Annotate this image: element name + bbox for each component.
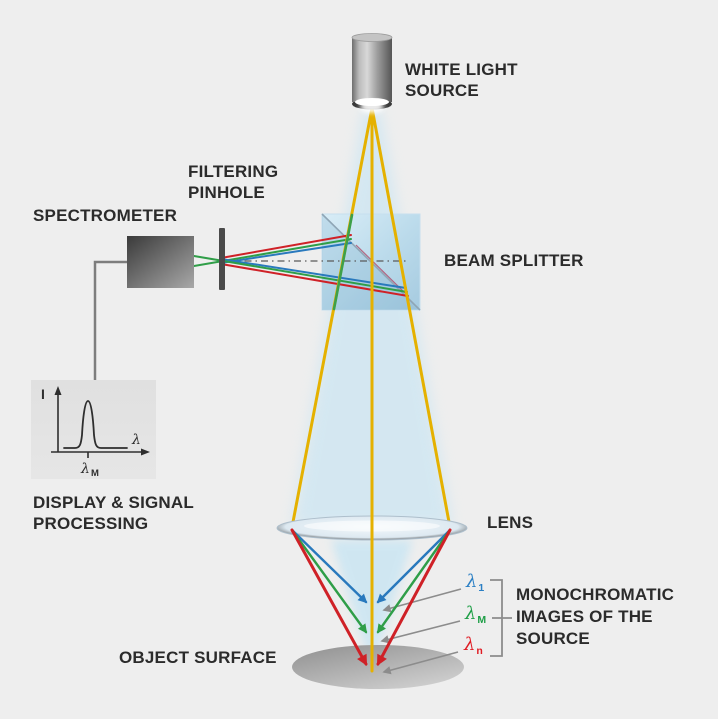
source-top xyxy=(351,33,393,42)
wavelength-label-lambda-m: λM xyxy=(465,603,487,627)
wavelength-label-lambda-n: λn xyxy=(464,634,483,658)
label-spectrometer: SPECTROMETER xyxy=(33,206,178,225)
diagonal-reflection-tint xyxy=(355,244,406,294)
ray-blue-left xyxy=(290,528,368,604)
signal-display-panel: I λ λ M xyxy=(31,380,156,479)
label-line: MONOCHROMATIC xyxy=(516,585,675,604)
lambda-subscript: M xyxy=(477,614,487,626)
ray-green-right xyxy=(376,528,452,634)
ray-red-right xyxy=(376,528,452,666)
label-line: PINHOLE xyxy=(188,183,265,202)
source-cylinder xyxy=(352,37,392,102)
label-monochromatic-images: MONOCHROMATIC IMAGES OF THE SOURCE xyxy=(516,584,674,650)
lambda-subscript: n xyxy=(476,645,483,657)
intensity-peak-chart: I λ λ M xyxy=(41,386,150,479)
chart-peak-label-subscript: M xyxy=(91,468,99,479)
label-line: PROCESSING xyxy=(33,514,149,533)
label-line: FILTERING xyxy=(188,162,279,181)
lambda-subscript: 1 xyxy=(478,582,485,594)
label-line: IMAGES OF THE xyxy=(516,607,653,626)
lambda-symbol: λ xyxy=(465,603,477,624)
spectrometer-box xyxy=(127,236,194,288)
lambda-symbol: λ xyxy=(466,571,478,592)
label-line: SOURCE xyxy=(516,629,590,648)
signal-wire xyxy=(93,260,127,380)
pointer-to-green-focus xyxy=(380,620,461,644)
label-object-surface: OBJECT SURFACE xyxy=(119,648,277,667)
ray-yellow-left xyxy=(291,106,374,524)
chart-x-axis-label: λ xyxy=(131,432,141,448)
label-white-light-source: WHITE LIGHT SOURCE xyxy=(405,59,518,101)
chart-y-arrowhead xyxy=(54,386,62,395)
object-surface-shape xyxy=(292,645,464,689)
source-glow xyxy=(360,101,384,113)
monochromatic-focus-rays xyxy=(290,528,452,666)
white-light-rays xyxy=(291,106,451,524)
chart-x-arrowhead xyxy=(141,448,150,456)
label-lens: LENS xyxy=(487,513,534,532)
ray-blue-right xyxy=(376,528,452,604)
label-filtering-pinhole: FILTERING PINHOLE xyxy=(188,161,278,203)
ray-blue-upper xyxy=(220,242,352,264)
ray-red-left xyxy=(290,528,368,666)
label-display-signal-processing: DISPLAY & SIGNAL PROCESSING xyxy=(33,492,194,534)
label-line: SOURCE xyxy=(405,81,479,100)
chart-peak-curve xyxy=(63,400,128,449)
label-beam-splitter: BEAM SPLITTER xyxy=(444,251,584,270)
wavelength-label-lambda-1: λ1 xyxy=(466,571,485,595)
ray-green-in-cube xyxy=(332,213,354,311)
reflected-ray-fans xyxy=(193,234,409,297)
label-line: DISPLAY & SIGNAL xyxy=(33,493,194,512)
pinhole-bar xyxy=(219,228,225,290)
white-light-source-shape xyxy=(351,33,393,113)
ray-green-left xyxy=(290,528,368,634)
chart-peak-label-symbol: λ xyxy=(80,461,90,477)
ray-blue-lower xyxy=(220,258,407,289)
pointer-to-red-focus xyxy=(382,651,459,675)
chart-y-axis-label: I xyxy=(41,386,45,402)
label-line: WHITE LIGHT xyxy=(405,60,518,79)
ray-red-lower xyxy=(220,263,409,297)
label-bracket xyxy=(490,579,512,657)
ray-yellow-right xyxy=(370,106,451,524)
spectrometer-unit xyxy=(93,236,194,380)
lambda-symbol: λ xyxy=(464,634,476,655)
ray-red-upper xyxy=(220,234,352,259)
